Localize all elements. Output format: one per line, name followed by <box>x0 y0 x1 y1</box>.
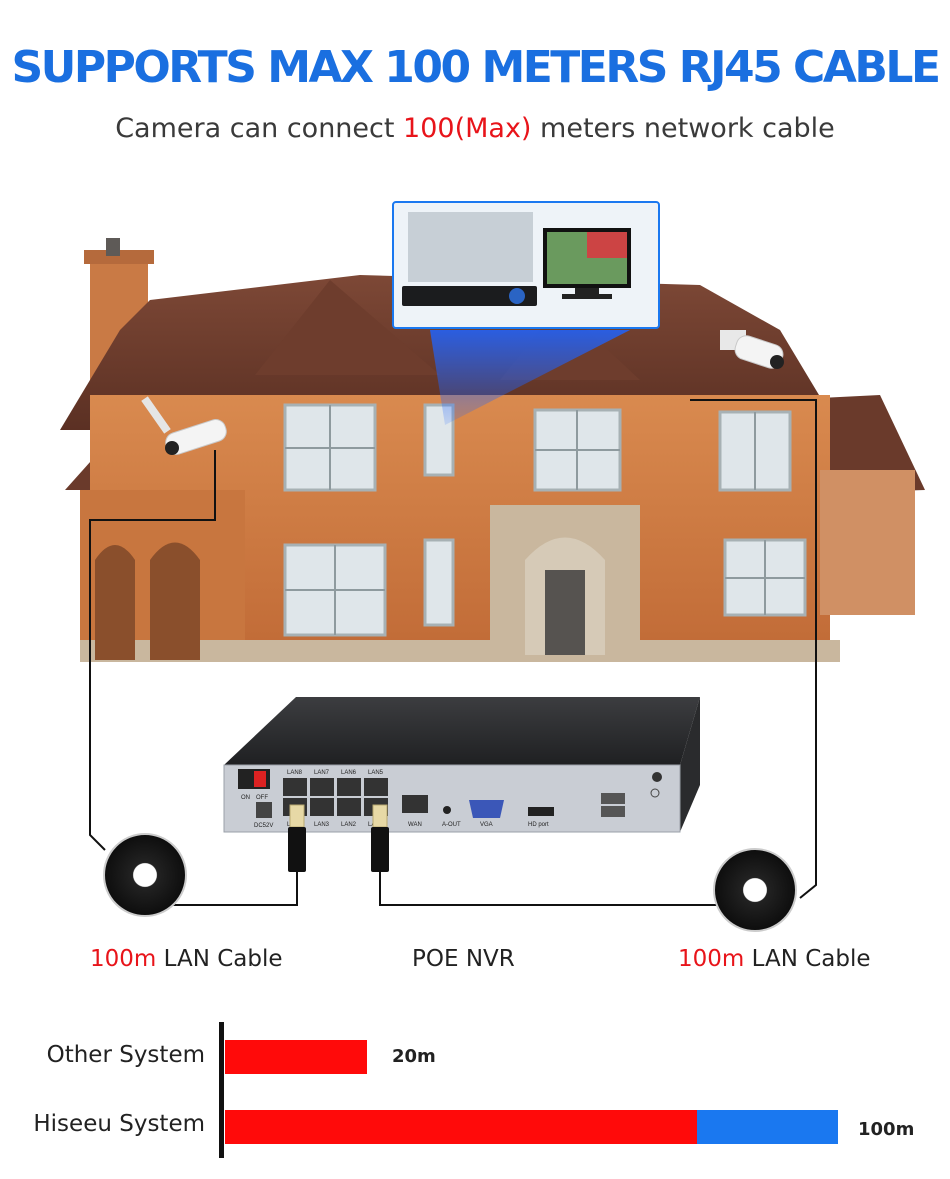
port-label-aout: A-OUT <box>442 822 461 828</box>
camera-left <box>141 396 227 455</box>
cable-coil-left <box>103 833 187 917</box>
usb-port-1 <box>601 793 625 804</box>
caption-left-distance: 100m <box>90 946 157 972</box>
caption-left-text: LAN Cable <box>156 946 283 972</box>
port-label-lan8: LAN8 <box>287 770 303 776</box>
power-label: DC52V <box>254 823 273 829</box>
hdmi-port <box>528 807 554 816</box>
caption-nvr: POE NVR <box>412 946 515 972</box>
usb-port-2 <box>601 806 625 817</box>
subtitle-highlight: 100(Max) <box>403 113 532 144</box>
camera-right <box>720 330 784 369</box>
ground-screw <box>652 772 662 782</box>
power-jack <box>256 802 272 818</box>
ethernet-plug-right <box>371 804 389 872</box>
row-label-other: Other System <box>46 1042 205 1068</box>
caption-left-cable: 100m LAN Cable <box>90 946 283 972</box>
audio-out-jack <box>443 806 451 814</box>
port-label-lan2: LAN2 <box>341 822 357 828</box>
bar-hiseeu-system <box>225 1110 697 1144</box>
bar-hiseeu-extension <box>697 1110 838 1144</box>
comparison-axis <box>219 1022 224 1158</box>
port-label-wan: WAN <box>408 822 422 828</box>
wan-port <box>402 795 428 813</box>
vga-port <box>469 800 504 818</box>
value-label-hiseeu: 100m <box>858 1119 915 1140</box>
caption-right-cable: 100m LAN Cable <box>678 946 871 972</box>
nvr-mini-icon <box>402 286 537 306</box>
port-label-lan6: LAN6 <box>341 770 357 776</box>
port-label-lan3: LAN3 <box>314 822 330 828</box>
network-cables <box>89 399 817 906</box>
front-door <box>545 570 585 655</box>
port-label-lan5: LAN5 <box>368 770 384 776</box>
cable-coil-right <box>713 848 797 932</box>
projection-beam <box>430 330 630 425</box>
page-subtitle: Camera can connect 100(Max) meters netwo… <box>0 113 950 144</box>
switch-off-label: OFF <box>256 795 268 801</box>
bar-other-system <box>225 1040 367 1074</box>
monitoring-inset <box>392 201 660 329</box>
ethernet-plug-left <box>288 804 306 872</box>
caption-right-distance: 100m <box>678 946 745 972</box>
caption-right-text: LAN Cable <box>744 946 871 972</box>
installation-illustration: ON OFF DC52V LAN8 LAN7 LAN6 LAN5 LAN4 LA… <box>60 201 925 932</box>
port-label-hd: HD port <box>528 822 549 828</box>
page-title: SUPPORTS MAX 100 METERS RJ45 CABLE <box>11 42 941 93</box>
port-label-lan7: LAN7 <box>314 770 330 776</box>
distance-comparison: Other System 20m Hiseeu System 100m <box>0 1020 950 1170</box>
row-label-hiseeu: Hiseeu System <box>33 1111 205 1137</box>
switch-on-label: ON <box>241 795 250 801</box>
value-label-other: 20m <box>392 1046 436 1067</box>
subtitle-post: meters network cable <box>531 113 835 144</box>
subtitle-pre: Camera can connect <box>115 113 404 144</box>
lan-ports <box>283 778 388 816</box>
port-label-vga: VGA <box>480 822 493 828</box>
